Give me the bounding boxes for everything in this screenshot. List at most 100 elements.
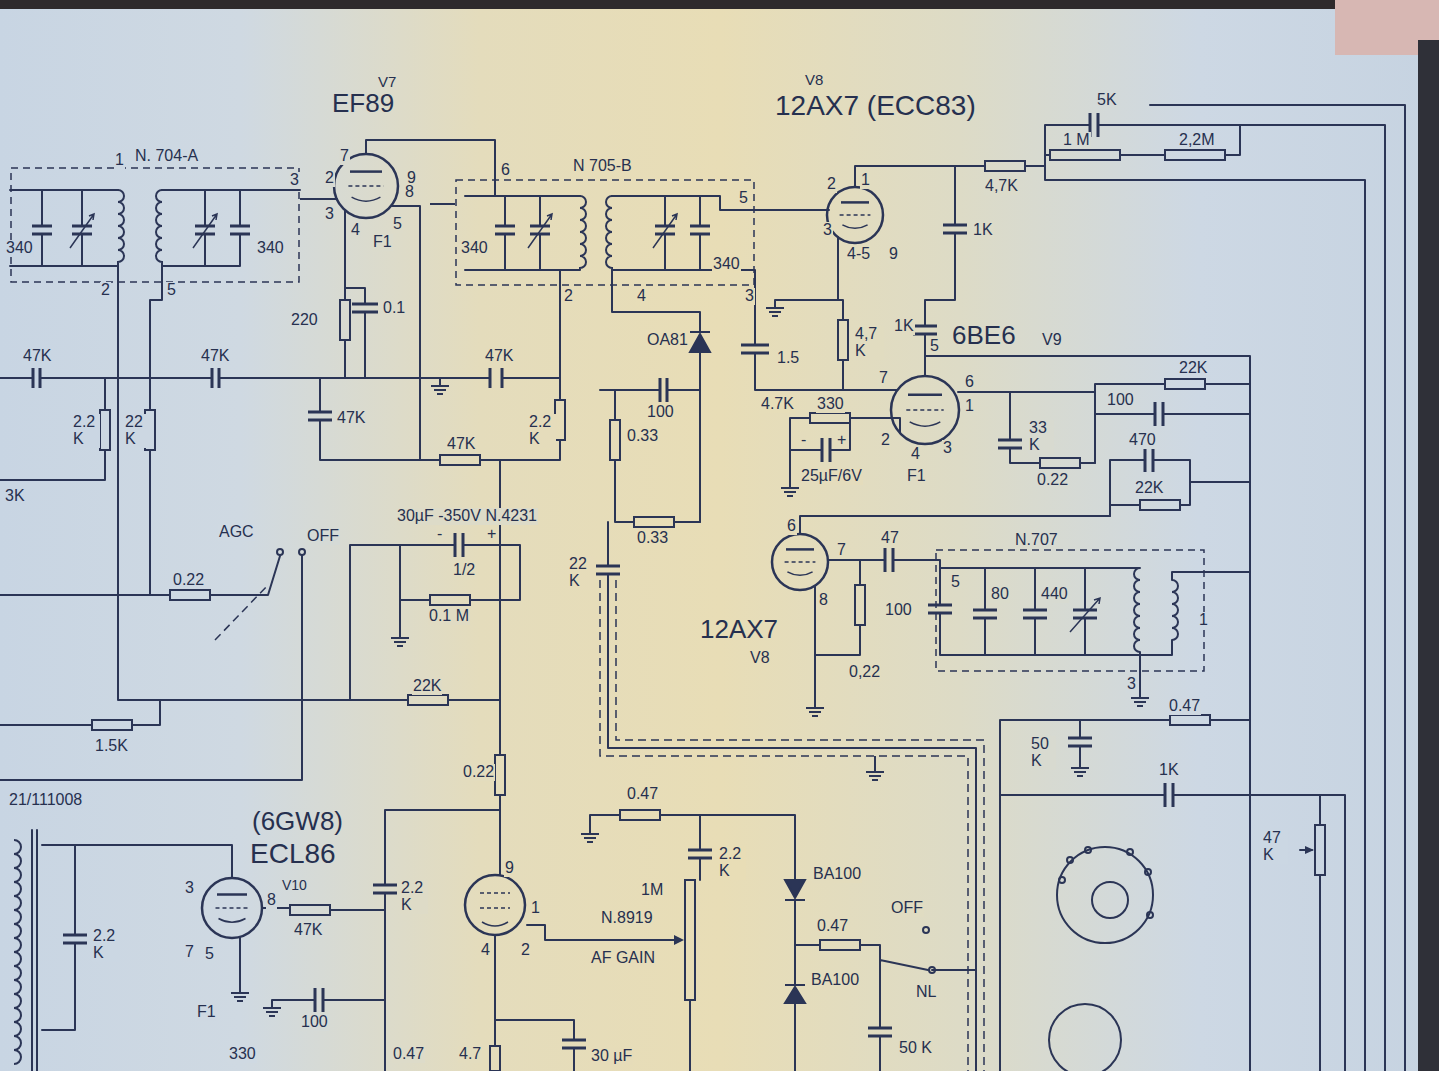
- component-label: 440: [1040, 586, 1069, 603]
- tube-envelope: [827, 187, 883, 243]
- component-label: OFF: [890, 900, 924, 917]
- coil-symbol: [1134, 568, 1140, 652]
- component-label: 22K: [1134, 480, 1164, 497]
- resistor-symbol: [495, 755, 505, 795]
- component-label: 0.47: [1168, 698, 1201, 715]
- can-outline: [456, 180, 754, 285]
- wire: [527, 925, 674, 940]
- component-label: F1: [196, 1004, 217, 1021]
- component-label: 4.7: [458, 1046, 482, 1063]
- paper-edge: [0, 0, 1439, 9]
- component-label: 30 µF: [590, 1048, 633, 1065]
- coil-symbol: [14, 190, 1178, 1064]
- component-label: 47K: [336, 410, 366, 427]
- component-label: 47 K: [1262, 830, 1288, 864]
- component-label: 6: [786, 518, 797, 535]
- wiper-arrow: [674, 846, 1314, 945]
- component-label: 2: [100, 282, 111, 299]
- component-label: 7: [339, 148, 350, 165]
- tube-cathode: [787, 572, 812, 576]
- can-label: N 705-B: [573, 158, 632, 174]
- trimmer-arrow: [1070, 598, 1100, 632]
- component-label: 4: [480, 942, 491, 959]
- component-label: 2: [520, 942, 531, 959]
- component-label: 330: [816, 396, 845, 413]
- wire: [465, 196, 580, 270]
- component-label: 2: [880, 432, 891, 449]
- capacitor-symbol: [63, 885, 397, 1012]
- component-label: 0.1: [382, 300, 406, 317]
- switch-symbol: [923, 927, 929, 933]
- component-label: 4,7 K: [854, 326, 884, 360]
- component-label: 21/111008: [8, 792, 83, 809]
- component-label: 5: [166, 282, 177, 299]
- wire: [0, 378, 105, 480]
- coil-can: N. 704-A: [10, 148, 300, 283]
- tube-grid: [785, 561, 816, 563]
- resistor-symbol: [810, 413, 850, 423]
- component-label: 6: [500, 162, 511, 179]
- component-label: 5: [392, 216, 403, 233]
- component-label: 2.2 K: [528, 414, 556, 448]
- resistor-symbol: [610, 420, 620, 460]
- trimmer-arrow: [193, 214, 217, 248]
- component-label: 5: [204, 946, 215, 963]
- component-label: 50 K: [898, 1040, 933, 1057]
- resistor-symbol: [430, 595, 470, 605]
- tube-envelope: [202, 878, 262, 938]
- component-label: F1: [372, 234, 393, 251]
- coil-symbol: [580, 196, 586, 270]
- component-label: 3: [289, 172, 300, 189]
- component-label: -: [800, 432, 807, 449]
- component-label: 80: [990, 586, 1010, 603]
- wire: [800, 516, 1110, 534]
- switch-symbol: [299, 549, 305, 555]
- diode-symbol: [785, 899, 805, 901]
- switch-symbol: [1049, 1004, 1121, 1071]
- wiper-arrow: [1305, 846, 1314, 854]
- component-label: 3: [822, 222, 833, 239]
- component-label: 1: [530, 900, 541, 917]
- component-label: 1.5K: [94, 738, 129, 755]
- wire: [925, 166, 955, 376]
- wire: [608, 522, 976, 1071]
- component-label: 340: [5, 240, 34, 257]
- wire: [322, 140, 495, 460]
- wire: [32, 830, 232, 1071]
- shield-line: [600, 580, 968, 1071]
- resistor-symbol: [1165, 150, 1225, 160]
- coil-symbol: [606, 196, 612, 270]
- resistor-symbol: [855, 585, 865, 625]
- ground-symbol: [431, 378, 449, 394]
- switch-symbol: [277, 549, 283, 555]
- component-label: 47K: [200, 348, 230, 365]
- capacitor-symbol: [32, 113, 1173, 1048]
- component-label: NL: [915, 984, 937, 1001]
- resistor-symbol: [634, 517, 674, 527]
- switch-symbol: [1147, 912, 1153, 918]
- tube-envelope: [465, 875, 525, 935]
- tube-grid: [906, 409, 943, 411]
- component-label: 340: [256, 240, 285, 257]
- component-label: 1K: [893, 318, 915, 335]
- wire: [1000, 720, 1250, 1071]
- switch-symbol: [1057, 847, 1153, 943]
- tube-grid: [348, 185, 383, 187]
- component-label: 1M: [640, 882, 664, 899]
- can-outline: [11, 168, 299, 282]
- component-label: 22K: [1178, 360, 1208, 377]
- can-label: N.707: [1015, 532, 1058, 548]
- component-label: 3: [942, 440, 953, 457]
- component-label: 0.47: [626, 786, 659, 803]
- tube-plate: [350, 170, 382, 173]
- component-label: 340: [460, 240, 489, 257]
- tube-symbol: 12AX7V8: [700, 520, 830, 680]
- component-label: 5: [950, 574, 961, 591]
- resistor-symbol: [408, 695, 448, 705]
- resistor-symbol: [170, 590, 210, 600]
- tube-label: V7: [378, 74, 396, 89]
- ground-symbol: [806, 700, 824, 716]
- ground-symbol: [391, 630, 409, 646]
- tube-cathode: [910, 422, 941, 426]
- component-label: 5K: [1096, 92, 1118, 109]
